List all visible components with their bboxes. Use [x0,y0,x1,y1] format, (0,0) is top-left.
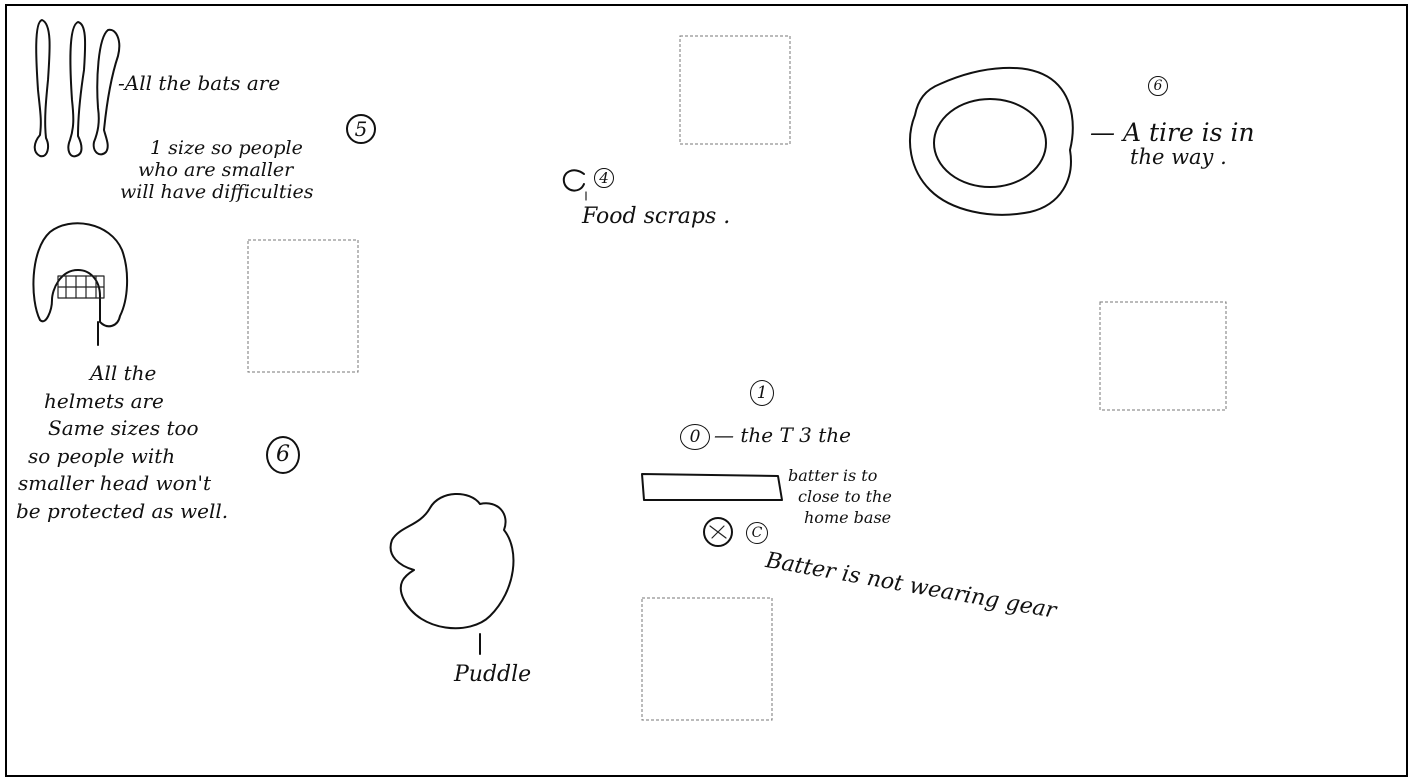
tire-note: — A tire is in the way . [1090,120,1255,168]
bats-note-line-4: will have difficulties [120,182,314,204]
helmet-sketch [33,223,127,345]
food-marker: 4 [594,168,614,188]
ball-sketch [704,518,732,546]
puddle-label: Puddle [454,662,531,687]
helmets-note-line-1: All the [90,360,228,388]
tee-sketch [642,474,782,500]
helmets-note-line-2: helmets are [44,388,228,416]
helmets-note-line-6: be protected as well. [16,498,228,526]
bats-note: -All the bats are [118,72,280,95]
tire-sketch [910,68,1073,215]
tee-marker-top: 1 [750,380,774,406]
tee-marker: 0 [680,424,710,450]
food-scraps-sketch [564,170,586,200]
bats-note-rest: 1 size so people who are smaller will ha… [150,138,314,204]
puddle-sketch [391,494,514,654]
square-frames [248,36,1226,720]
bats-note-line-2: 1 size so people [150,138,314,160]
helmets-note-line-4: so people with [28,443,228,471]
tee-note: — the T 3 the [714,424,851,447]
batter-close-line-1: batter is to [788,466,892,487]
bats-note-line-1: -All the bats are [118,72,280,95]
helmets-note: All the helmets are Same sizes too so pe… [16,360,228,526]
bats-note-line-3: who are smaller [138,160,314,182]
food-note: Food scraps . [582,204,730,229]
helmets-marker: 6 [266,436,300,474]
tire-marker: 6 [1148,76,1168,96]
batter-close-line-2: close to the [798,487,892,508]
tire-note-line-1: — A tire is in [1090,120,1255,146]
batter-marker: C [746,522,768,544]
helmets-note-line-3: Same sizes too [48,415,228,443]
helmets-note-line-5: smaller head won't [18,470,228,498]
tire-note-line-2: the way . [1130,146,1255,168]
bats-sketch [35,20,120,156]
batter-close-line-3: home base [804,508,892,529]
batter-close-note: batter is to close to the home base [788,466,892,528]
bats-marker: 5 [346,114,376,144]
